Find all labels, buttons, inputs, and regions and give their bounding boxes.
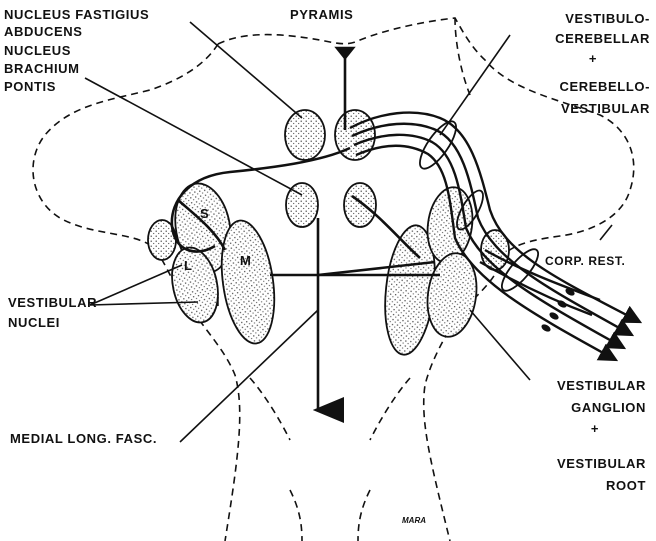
nucleus-letter-s: S [200, 205, 209, 222]
nucleus-letter-i: I [216, 293, 220, 310]
nucleus-letter-l: L [184, 257, 193, 274]
abducens-nucleus-right [344, 183, 376, 227]
nucleus-letter-m: M [240, 252, 251, 269]
brainstem-outline [33, 18, 634, 541]
label-abducens: ABDUCENS [4, 23, 82, 40]
label-vestibular-nuclei-2: NUCLEI [8, 314, 60, 331]
label-pontis: PONTIS [4, 78, 56, 95]
label-cerebello: CEREBELLO- [560, 78, 651, 95]
label-vestibulo: VESTIBULO- [565, 10, 650, 27]
label-corp-rest: CORP. REST. [545, 253, 625, 270]
label-medial-long-fasc: MEDIAL LONG. FASC. [10, 430, 157, 447]
label-pyramis: PYRAMIS [290, 6, 353, 23]
label-plus-1: + [578, 50, 608, 67]
label-nucleus-fastigius: NUCLEUS FASTIGIUS [4, 6, 149, 23]
label-cerebellar: CEREBELLAR [555, 30, 650, 47]
label-vestibular-ganglion-2: GANGLION [571, 399, 646, 416]
label-vestibular-ganglion-1: VESTIBULAR [557, 377, 646, 394]
label-vestibular-root-1: VESTIBULAR [557, 455, 646, 472]
nucleus-fastigius-left [285, 110, 325, 160]
label-abducens-nucleus: NUCLEUS [4, 42, 71, 59]
label-vestibular-nuclei-1: VESTIBULAR [8, 294, 97, 311]
label-vestibular-root-2: ROOT [606, 477, 646, 494]
label-plus-2: + [580, 420, 610, 437]
label-brachium: BRACHIUM [4, 60, 80, 77]
artist-signature: MARA [402, 512, 426, 529]
label-vestibular-top: VESTIBULAR [561, 100, 650, 117]
